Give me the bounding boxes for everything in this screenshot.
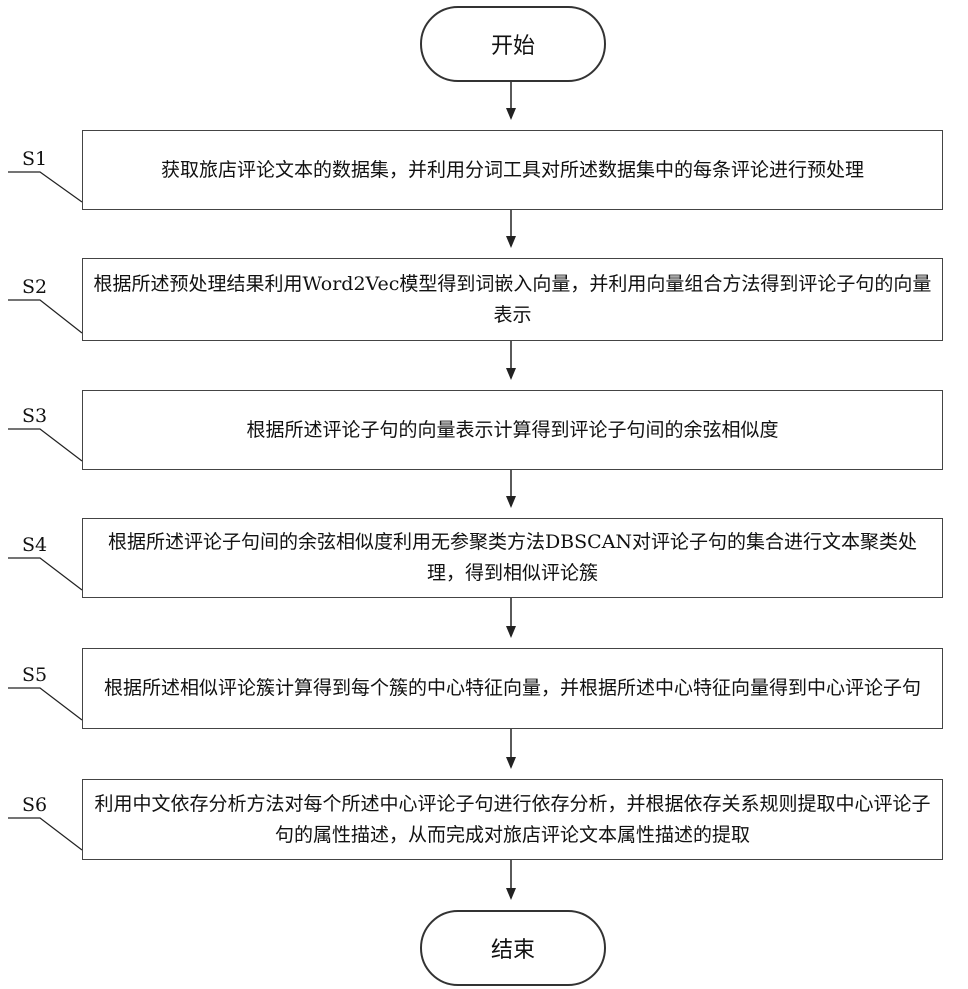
- start-terminal: 开始: [420, 6, 606, 82]
- step-label-s5: S5: [22, 664, 47, 686]
- leader-line-s6: [8, 818, 82, 850]
- end-terminal: 结束: [420, 910, 606, 986]
- process-box-s3: 根据所述评论子句的向量表示计算得到评论子句间的余弦相似度: [82, 390, 943, 470]
- leader-line-s1: [8, 172, 82, 202]
- start-label: 开始: [491, 28, 535, 60]
- process-box-s6: 利用中文依存分析方法对每个所述中心评论子句进行依存分析，并根据依存关系规则提取中…: [82, 779, 943, 860]
- process-box-s4: 根据所述评论子句间的余弦相似度利用无参聚类方法DBSCAN对评论子句的集合进行文…: [82, 518, 943, 598]
- process-box-s1: 获取旅店评论文本的数据集，并利用分词工具对所述数据集中的每条评论进行预处理: [82, 130, 943, 210]
- step-label-s4: S4: [22, 534, 47, 556]
- end-label: 结束: [491, 932, 535, 964]
- process-text-s1: 获取旅店评论文本的数据集，并利用分词工具对所述数据集中的每条评论进行预处理: [93, 155, 932, 186]
- step-label-s2: S2: [22, 276, 47, 298]
- leader-line-s4: [8, 558, 82, 590]
- step-label-s3: S3: [22, 405, 47, 427]
- process-text-s6: 利用中文依存分析方法对每个所述中心评论子句进行依存分析，并根据依存关系规则提取中…: [93, 789, 932, 851]
- process-text-s5: 根据所述相似评论簇计算得到每个簇的中心特征向量，并根据所述中心特征向量得到中心评…: [93, 673, 932, 704]
- process-text-s4: 根据所述评论子句间的余弦相似度利用无参聚类方法DBSCAN对评论子句的集合进行文…: [93, 527, 932, 589]
- process-box-s2: 根据所述预处理结果利用Word2Vec模型得到词嵌入向量，并利用向量组合方法得到…: [82, 258, 943, 341]
- process-text-s2: 根据所述预处理结果利用Word2Vec模型得到词嵌入向量，并利用向量组合方法得到…: [93, 269, 932, 331]
- process-box-s5: 根据所述相似评论簇计算得到每个簇的中心特征向量，并根据所述中心特征向量得到中心评…: [82, 648, 943, 729]
- step-label-s1: S1: [22, 148, 47, 170]
- leader-line-s3: [8, 429, 82, 461]
- process-text-s3: 根据所述评论子句的向量表示计算得到评论子句间的余弦相似度: [93, 415, 932, 446]
- step-label-s6: S6: [22, 794, 47, 816]
- leader-line-s5: [8, 688, 82, 720]
- leader-line-s2: [8, 300, 82, 333]
